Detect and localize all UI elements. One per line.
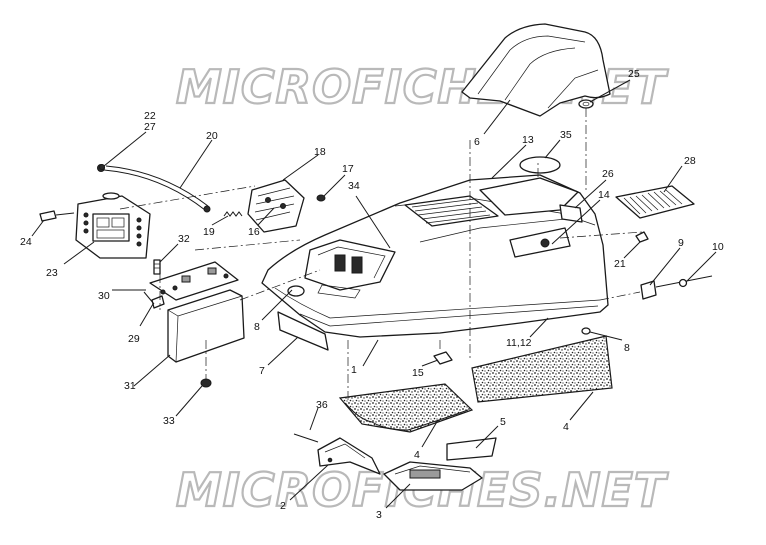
callout-15: 15 [412,367,424,379]
callout-8-left: 8 [254,321,260,333]
callout-13: 13 [522,134,534,146]
grommet-15 [433,351,453,365]
callout-19: 19 [203,226,215,238]
callout-33: 33 [163,415,175,427]
callout-34: 34 [348,180,360,192]
callout-20: 20 [206,130,218,142]
nose-strip [277,311,329,351]
callout-6: 6 [474,136,480,148]
callout-32: 32 [178,233,190,245]
callout-1: 1 [351,364,357,376]
callout-28: 28 [684,155,696,167]
callout-4-right: 4 [563,421,569,433]
callout-24: 24 [20,236,32,248]
lower-deflector-left [317,437,381,475]
assembly-lines [119,108,643,400]
spring [223,211,243,217]
callout-30: 30 [98,290,110,302]
callout-31: 31 [124,380,136,392]
callout-17: 17 [342,163,354,175]
callout-2: 2 [280,500,286,512]
grille-clip [635,231,649,243]
gauge-bracket [247,179,305,233]
callout-3: 3 [376,509,382,521]
callout-7: 7 [259,365,265,377]
hinge-bracket [640,275,713,300]
callout-21: 21 [614,258,626,270]
callout-4-center: 4 [414,449,420,461]
lower-deflector-right [383,461,483,491]
fastener-36 [293,433,319,443]
nut-17 [316,194,326,202]
side-box [167,289,245,363]
dome-cap [519,156,561,174]
callout-16: 16 [248,226,260,238]
callout-18: 18 [314,146,326,158]
control-panel [149,261,239,301]
callout-26: 26 [602,168,614,180]
washer-22 [99,164,105,170]
mount-bracket [559,204,583,223]
grommet-33 [200,378,212,388]
callout-14: 14 [598,189,610,201]
bottom-mesh-panel [338,383,474,433]
switch-29 [143,291,165,309]
instrument-pod [75,192,151,259]
side-mesh-panel [471,335,613,403]
callout-10: 10 [712,241,724,253]
callout-5: 5 [500,416,506,428]
hood [261,174,609,338]
callout-22: 22 [144,110,156,122]
callout-25: 25 [628,68,640,80]
vent-grille [615,185,695,219]
callout-23: 23 [46,267,58,279]
callout-11-12: 11,12 [506,337,532,349]
windshield [461,23,611,117]
fastener-8-right [581,327,591,335]
callout-35: 35 [560,129,572,141]
stud-32 [153,259,161,275]
bulb-socket [39,210,75,222]
callout-8-right: 8 [624,342,630,354]
hood-louvers [404,195,499,227]
callout-29: 29 [128,333,140,345]
callout-36: 36 [316,399,328,411]
callout-9: 9 [678,237,684,249]
air-deflector [446,437,497,461]
leader-lines [31,79,717,509]
callout-27: 27 [144,121,156,133]
callout-labels: 1 2 3 4 4 5 6 7 8 8 9 10 11,12 13 14 15 … [20,68,724,521]
